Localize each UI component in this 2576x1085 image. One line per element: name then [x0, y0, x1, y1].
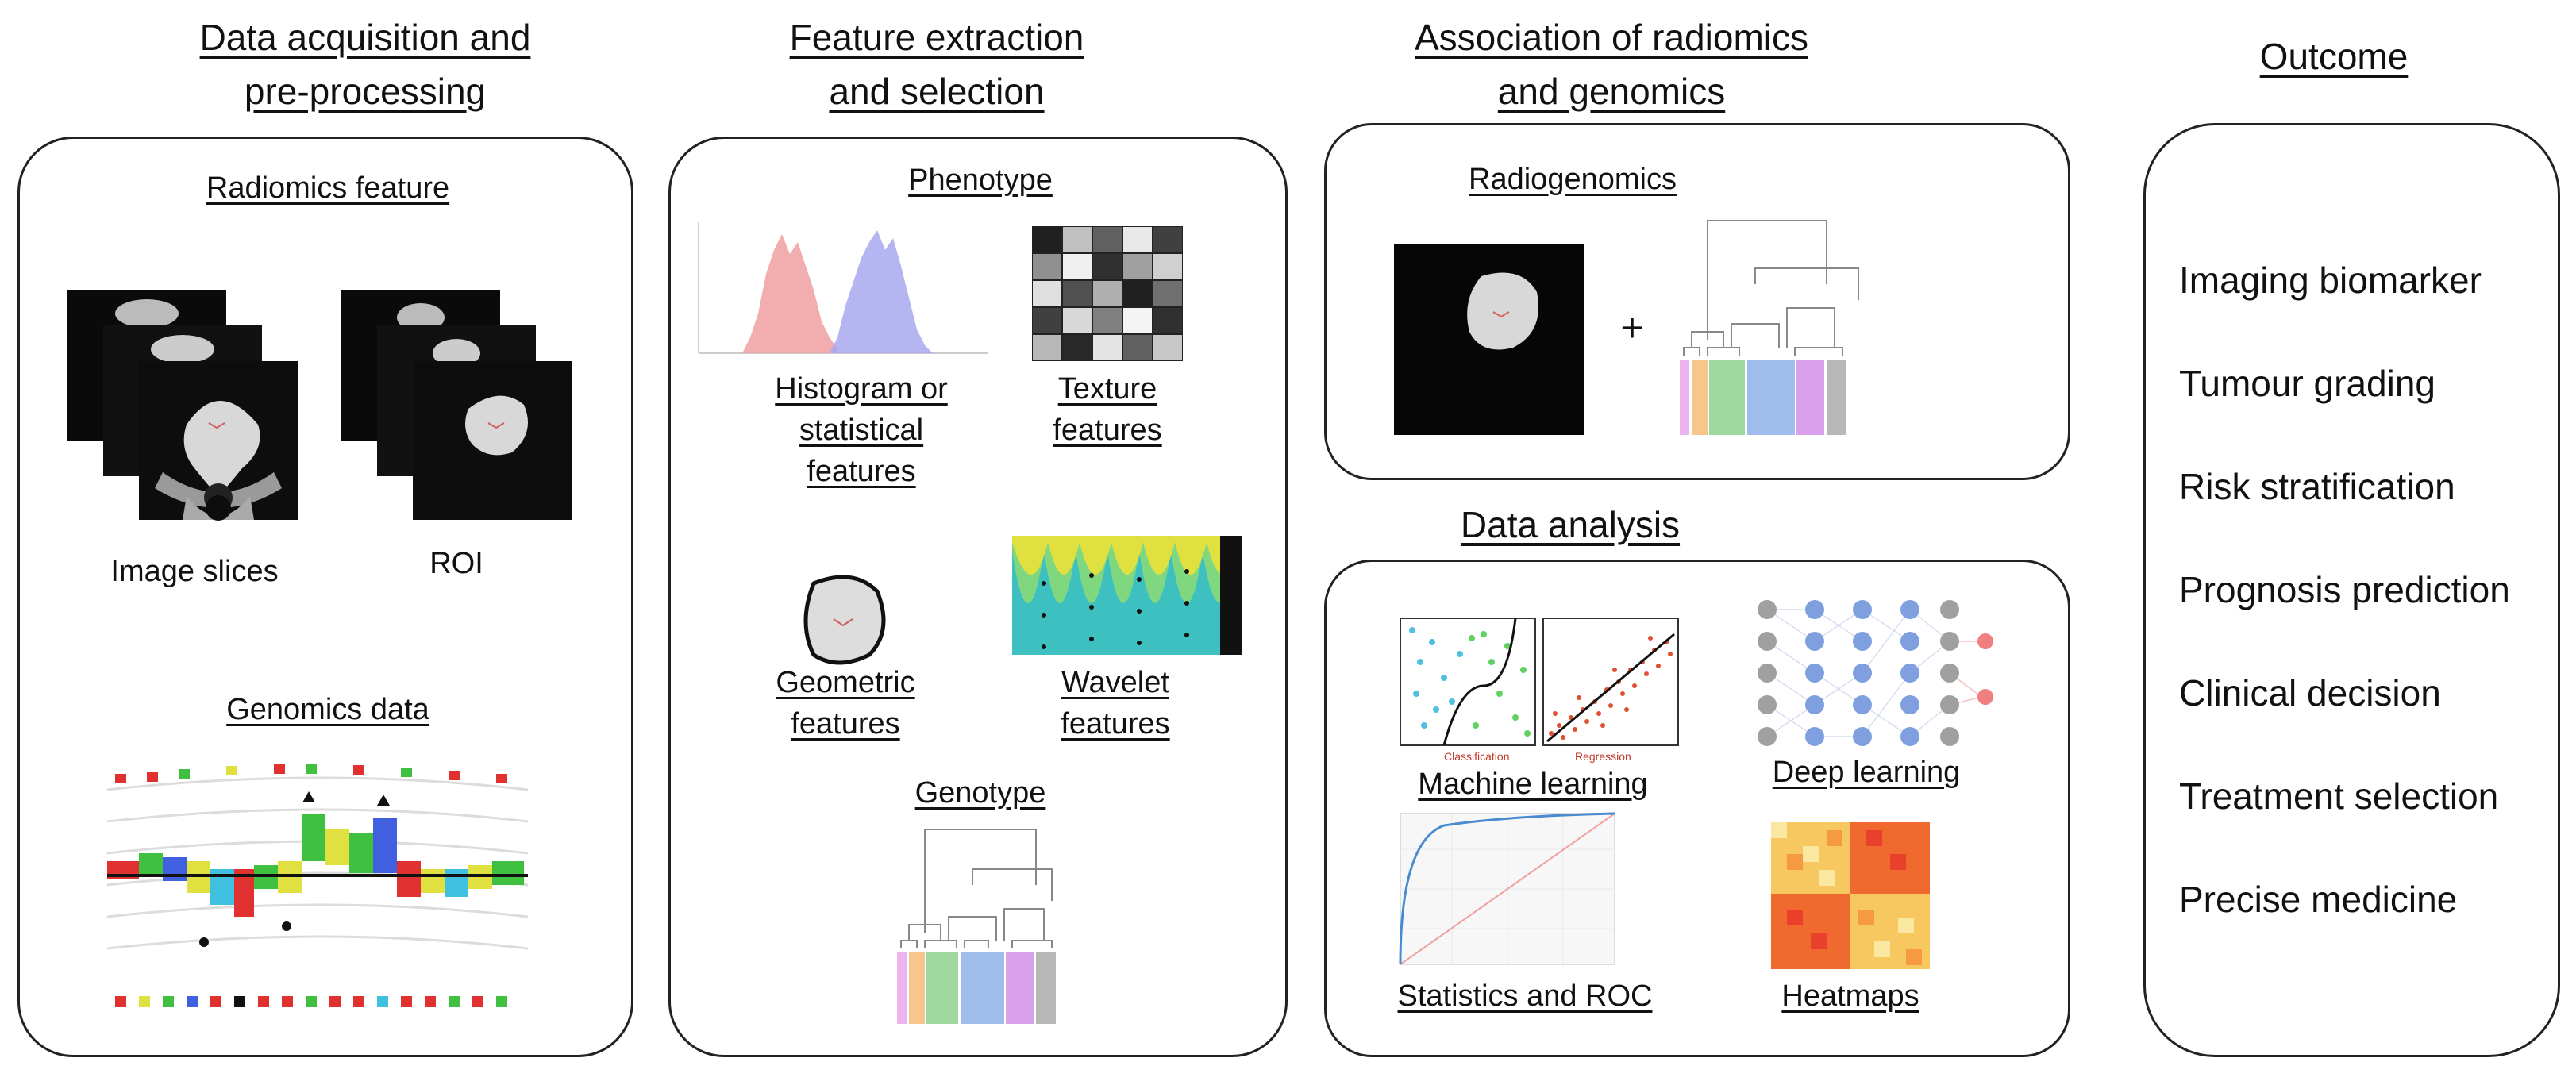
image-slices-label: Image slices: [110, 555, 279, 588]
genomics-plot: [99, 758, 544, 1028]
histogram-label-line1: Histogram or: [775, 372, 948, 406]
wavelet-graphic: [1012, 536, 1242, 655]
phenotype-title: Phenotype: [908, 164, 1053, 197]
outcome-item-imaging-biomarker: Imaging biomarker: [2179, 260, 2482, 301]
radiogenomics-title: Radiogenomics: [1469, 163, 1677, 196]
outcome-item-prognosis-prediction: Prognosis prediction: [2179, 569, 2510, 610]
acquisition-panel: Radiomics feature Image slices ROI: [17, 137, 633, 1057]
radiogenomics-panel: Radiogenomics +: [1324, 123, 2070, 480]
radiogenomics-ct-svg: [1467, 272, 1538, 350]
texture-grid: [1031, 225, 1184, 362]
regression-plot: Regression: [1539, 614, 1682, 765]
extraction-title-line1: Feature extraction: [789, 17, 1084, 58]
outcome-item-clinical-decision: Clinical decision: [2179, 672, 2441, 714]
extraction-panel: Phenotype Histogram or statistical featu…: [668, 137, 1288, 1057]
deep-learning-label: Deep learning: [1772, 756, 1961, 789]
histogram-graphic: [695, 218, 996, 361]
acquisition-title-line2: pre-processing: [244, 71, 487, 112]
classification-plot: Classification: [1396, 614, 1539, 765]
geometric-shape: [790, 568, 901, 679]
regression-svg: Regression: [1542, 618, 1679, 763]
radiogenomics-ct-image: [1394, 244, 1584, 435]
classification-caption: Classification: [1444, 750, 1509, 763]
data-analysis-title: Data analysis: [1460, 504, 1681, 545]
genomics-data-title: Genomics data: [226, 693, 429, 726]
texture-svg: [1031, 225, 1184, 362]
wavelet-label-line2: features: [1061, 707, 1170, 741]
deep-learning-graphic: [1751, 594, 1997, 752]
neural-network-svg: [1758, 600, 1993, 746]
association-title-line1: Association of radiomics: [1415, 17, 1808, 58]
geometric-label-line1: Geometric: [776, 666, 915, 699]
radiomics-feature-title: Radiomics feature: [206, 171, 450, 205]
outcome-panel: [2143, 123, 2560, 1057]
outcome-title: Outcome: [2259, 36, 2409, 77]
texture-label-line1: Texture: [1057, 372, 1157, 406]
image-slices-stack: [67, 290, 306, 544]
texture-label-line2: features: [1053, 414, 1162, 447]
ct-slices-graphic: [67, 290, 298, 521]
outcome-item-tumour-grading: Tumour grading: [2179, 363, 2436, 404]
association-title-line2: and genomics: [1497, 71, 1726, 112]
wavelet-label-line1: Wavelet: [1061, 666, 1169, 699]
histogram-svg: [698, 222, 988, 354]
acquisition-title-line1: Data acquisition and: [199, 17, 531, 58]
heatmap-svg: [1771, 822, 1930, 969]
classification-svg: Classification: [1400, 618, 1536, 763]
regression-caption: Regression: [1575, 750, 1631, 763]
geometric-svg: [803, 575, 886, 665]
outcome-item-risk-stratification: Risk stratification: [2179, 466, 2455, 507]
plus-sign: +: [1620, 306, 1644, 350]
roi-slices-graphic: [341, 290, 572, 520]
roc-svg: [1399, 812, 1615, 965]
data-analysis-panel: Classification Regression Machine learni…: [1324, 560, 2070, 1057]
histogram-label-line3: features: [807, 455, 916, 488]
radiogenomics-dendrogram-svg: [1680, 220, 1859, 435]
outcome-item-precise-medicine: Precise medicine: [2179, 879, 2458, 920]
geometric-label-line2: features: [791, 707, 900, 741]
roc-plot: [1396, 810, 1619, 968]
genotype-dendrogram: [893, 821, 1076, 1028]
wavelet-svg: [1012, 536, 1242, 655]
machine-learning-label: Machine learning: [1418, 768, 1648, 801]
heatmap-graphic: [1771, 822, 1930, 969]
statistics-roc-label: Statistics and ROC: [1397, 979, 1653, 1013]
heatmaps-label: Heatmaps: [1781, 979, 1919, 1013]
genomics-plot-graphic: [106, 764, 529, 1007]
histogram-label-line2: statistical: [799, 414, 924, 447]
genotype-title: Genotype: [914, 776, 1046, 810]
outcome-item-treatment-selection: Treatment selection: [2179, 775, 2499, 817]
roi-stack: [341, 290, 580, 544]
extraction-title-line2: and selection: [829, 71, 1045, 112]
roi-label: ROI: [429, 547, 483, 580]
genotype-dendrogram-svg: [897, 829, 1056, 1024]
radiogenomics-dendrogram: [1676, 213, 1874, 443]
